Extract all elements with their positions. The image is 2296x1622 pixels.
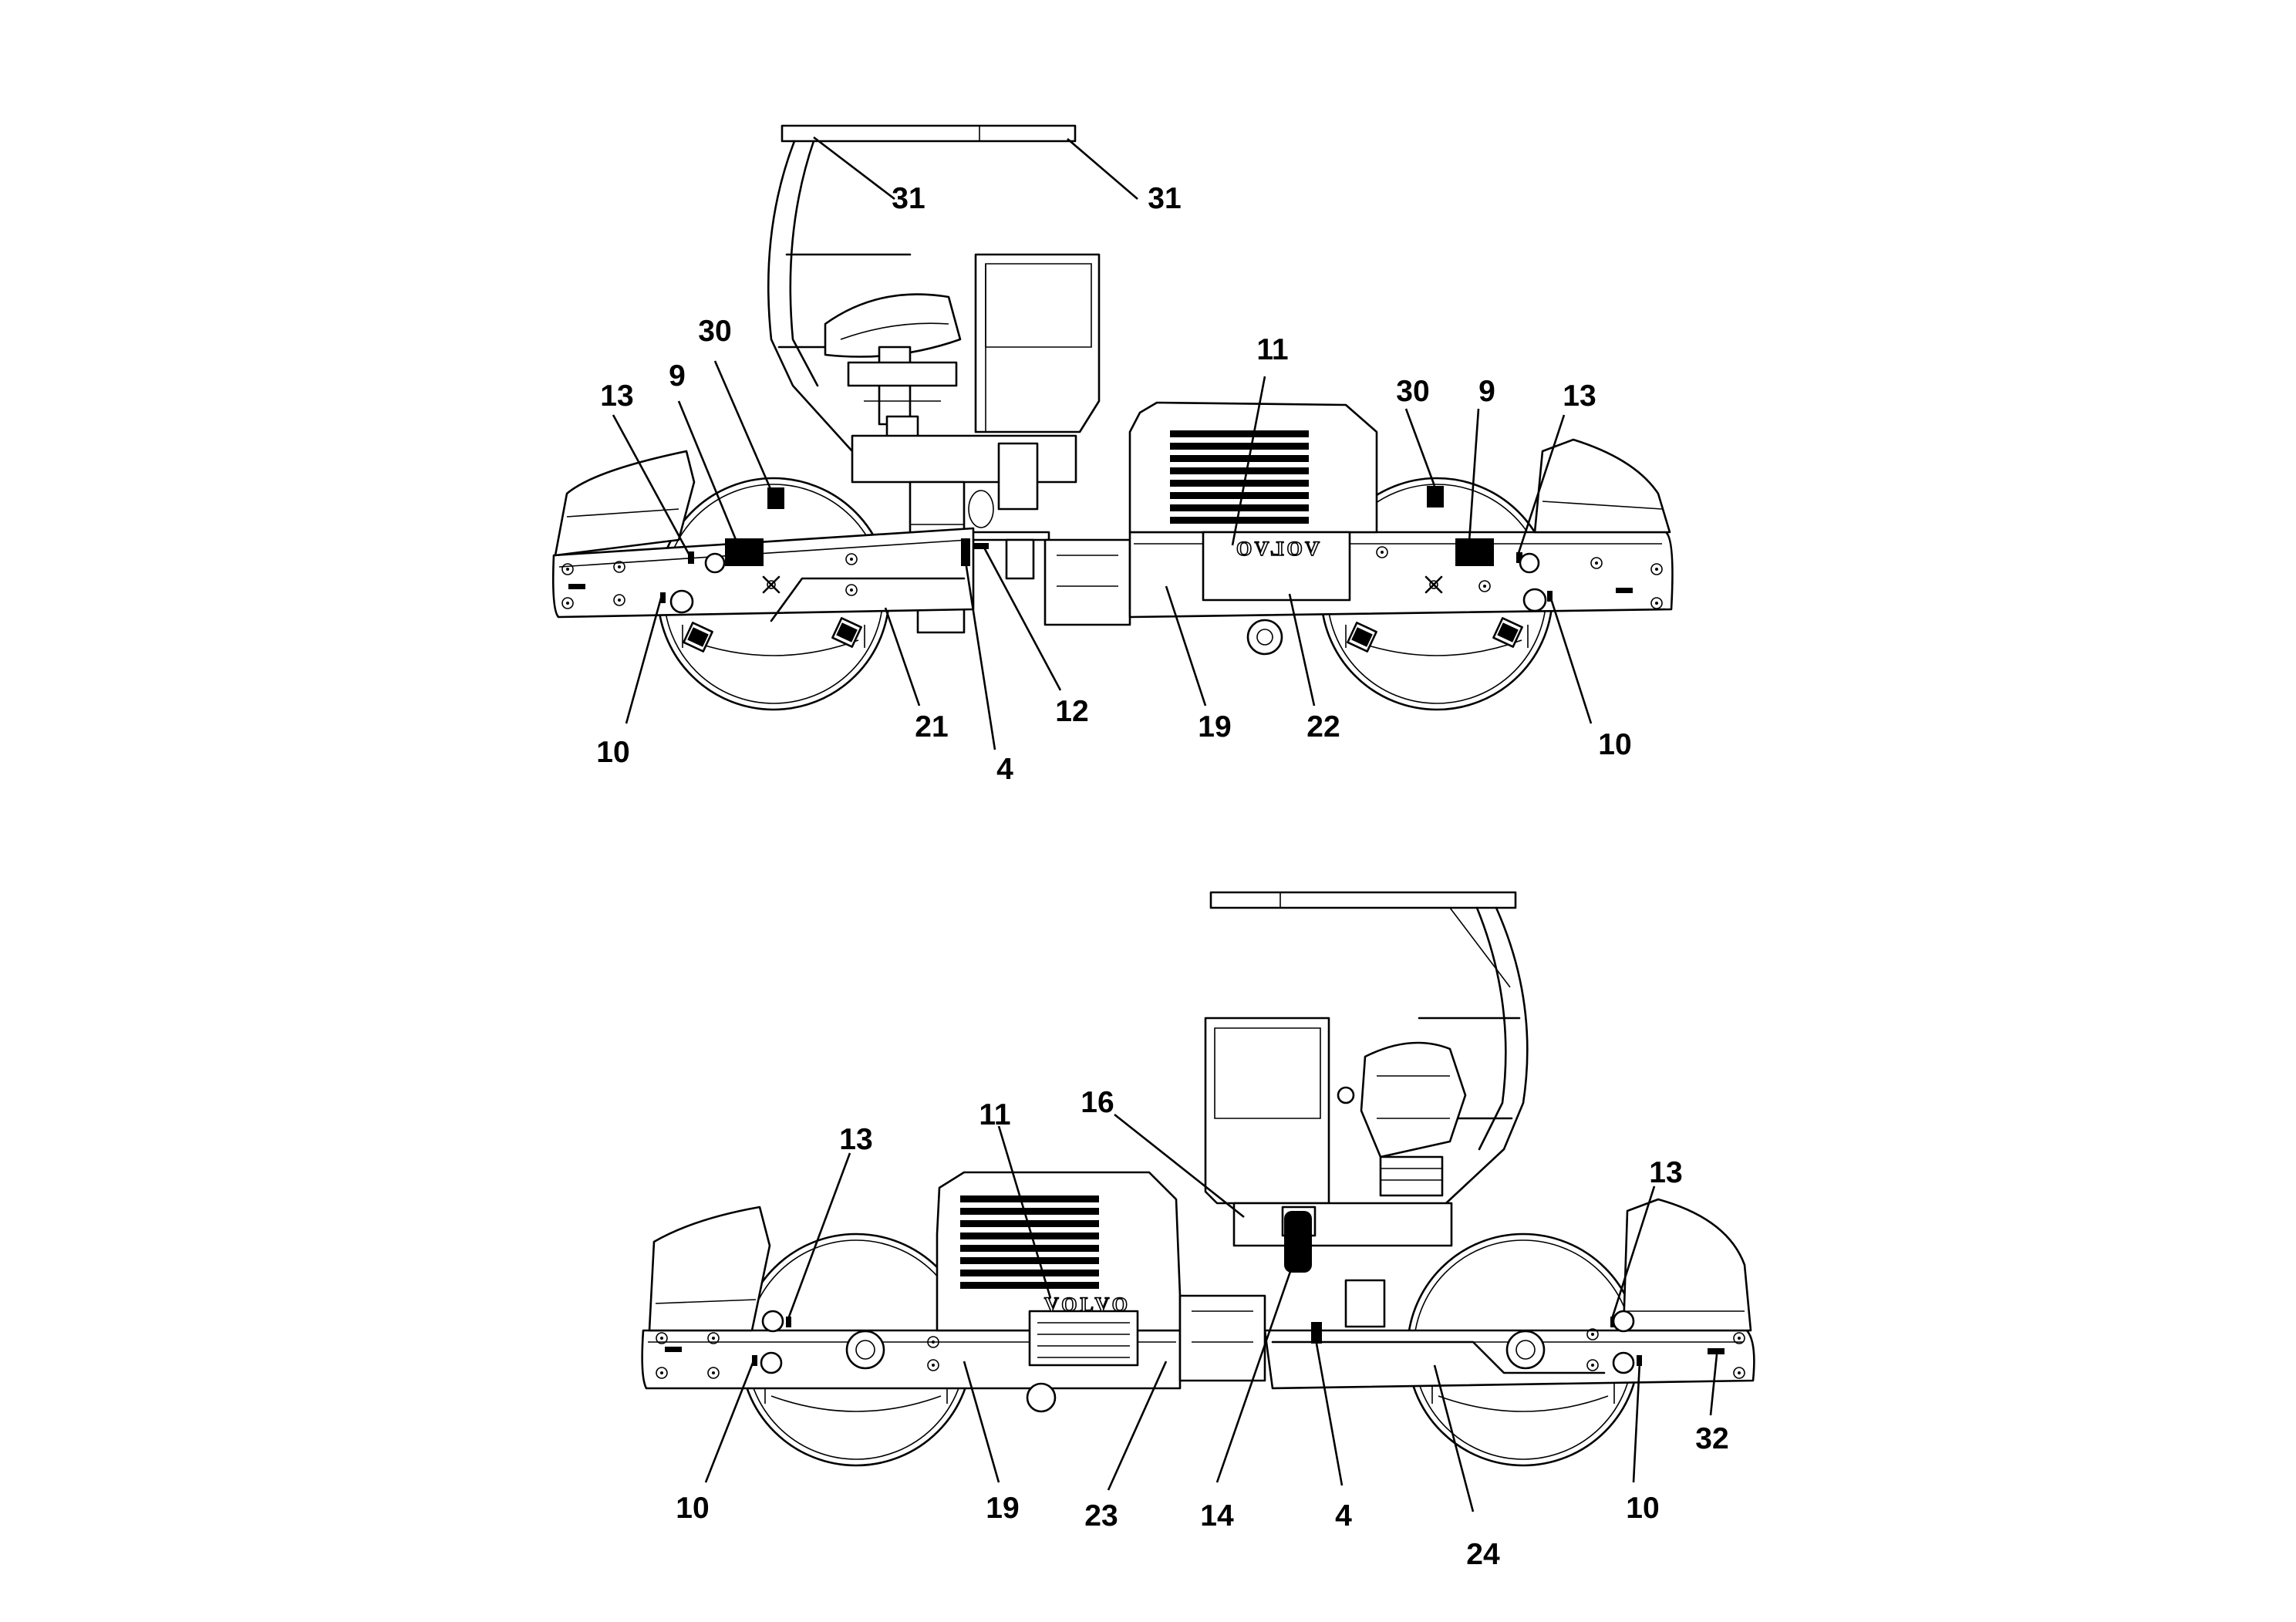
- side-console: [974, 253, 1101, 433]
- volvo-plate-top: [1202, 531, 1351, 602]
- callout-10-right: 10: [1598, 728, 1631, 761]
- callout-31-right: 31: [1148, 182, 1181, 215]
- callout-19-bottom: 19: [986, 1492, 1019, 1525]
- callout-labels: 31 31 30 9 13 11 30 9 13 10 21 4 12 19 2…: [596, 182, 1728, 1571]
- callout-13-bottom-right: 13: [1649, 1156, 1682, 1189]
- rear-hood: [554, 450, 696, 557]
- decal-end-front-bottom: [665, 1347, 682, 1352]
- decal-9-left: [725, 538, 764, 566]
- callout-10-bottom-right: 10: [1626, 1492, 1659, 1525]
- rops-roof-bottom: [1209, 891, 1517, 909]
- decal-end-left: [568, 584, 585, 589]
- callout-32: 32: [1695, 1422, 1728, 1455]
- callout-4-bottom: 4: [1335, 1499, 1352, 1533]
- operator-seat-bottom: [1337, 1041, 1467, 1197]
- decal-4-bottom: [1311, 1322, 1322, 1344]
- callout-10-left: 10: [596, 736, 629, 769]
- callout-12: 12: [1055, 695, 1088, 728]
- callout-31-left: 31: [892, 182, 925, 215]
- callout-4-top: 4: [996, 753, 1013, 786]
- volvo-plate-bottom: [1028, 1310, 1139, 1367]
- decal-4-top: [961, 538, 970, 566]
- decal-9-right: [1455, 538, 1494, 566]
- top-leader-lines: [612, 136, 1593, 750]
- callout-21: 21: [915, 710, 948, 744]
- callout-14: 14: [1200, 1499, 1234, 1533]
- decal-30-right: [1427, 486, 1444, 508]
- callout-13-right: 13: [1563, 379, 1596, 413]
- callout-22: 22: [1306, 710, 1340, 744]
- callout-10-bottom-left: 10: [676, 1492, 709, 1525]
- rops-post-front: [767, 140, 854, 453]
- machine-side-view-top: VOLVO: [551, 124, 1674, 711]
- decal-13-left-bottom: [786, 1317, 791, 1327]
- decal-32-bottom: [1708, 1348, 1725, 1354]
- callout-19-top: 19: [1198, 710, 1231, 744]
- rops-roof: [781, 124, 1077, 143]
- callout-16: 16: [1081, 1086, 1114, 1119]
- callout-9-left: 9: [669, 359, 686, 393]
- decal-13-right: [1516, 552, 1522, 563]
- callout-13-bottom-left: 13: [839, 1123, 872, 1156]
- volvo-wordmark-bottom: VOLVO: [1044, 1293, 1131, 1316]
- decal-end-right: [1616, 588, 1633, 593]
- callout-9-right: 9: [1478, 375, 1495, 408]
- rear-frame: [551, 527, 975, 619]
- callout-23: 23: [1084, 1499, 1118, 1533]
- decal-12-top: [973, 543, 989, 549]
- callout-30-right: 30: [1396, 375, 1429, 408]
- volvo-wordmark-top: VOLVO: [1233, 538, 1320, 560]
- side-console-bottom: [1204, 1017, 1330, 1205]
- callout-24: 24: [1466, 1538, 1500, 1571]
- callout-13-left: 13: [600, 379, 633, 413]
- drum-hub-right: [1505, 1330, 1546, 1370]
- drum-hub-left: [845, 1330, 885, 1370]
- operator-station: [824, 293, 962, 441]
- decal-10-right-bottom: [1637, 1355, 1642, 1366]
- decal-13-left: [688, 551, 694, 564]
- machine-side-view-bottom: VOLVO: [641, 891, 1755, 1467]
- bottom-leader-lines: [704, 1113, 1718, 1512]
- decal-30-left: [767, 487, 784, 509]
- callout-11-top: 11: [1256, 333, 1288, 366]
- callout-30-left: 30: [698, 315, 731, 348]
- decal-10-left: [660, 592, 666, 603]
- operator-platform: [851, 434, 1077, 484]
- callout-11-bottom: 11: [979, 1098, 1010, 1131]
